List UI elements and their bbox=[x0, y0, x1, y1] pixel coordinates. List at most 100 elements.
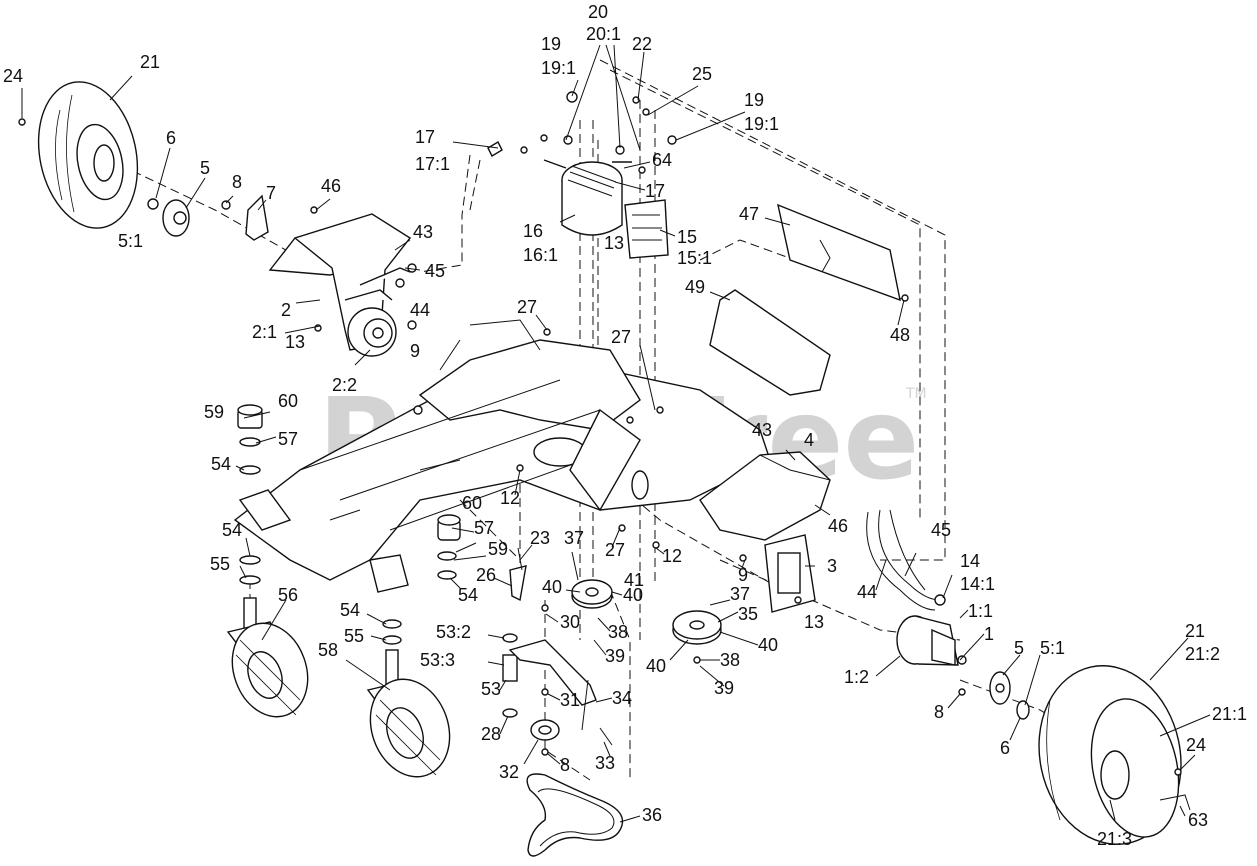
label-22: 22 bbox=[632, 34, 652, 54]
plate-47 bbox=[777, 203, 901, 302]
label-31: 31 bbox=[560, 690, 580, 710]
label-14: 14 bbox=[960, 551, 980, 571]
label-9-b: 9 bbox=[738, 565, 748, 585]
tire-left-rear bbox=[18, 81, 190, 237]
label-34: 34 bbox=[612, 688, 632, 708]
label-56: 56 bbox=[278, 585, 298, 605]
label-41: 41 bbox=[624, 570, 644, 590]
label-27-b: 27 bbox=[611, 327, 631, 347]
part-labels: 24 21 6 5 5:1 8 7 46 4 3 45 2 2:1 13 44 9… bbox=[3, 2, 1247, 849]
watermark-trademark: TM bbox=[905, 386, 927, 402]
label-4: 4 bbox=[804, 430, 814, 450]
drive-belt bbox=[526, 773, 624, 857]
label-46: 46 bbox=[321, 176, 341, 196]
label-59-b: 59 bbox=[488, 539, 508, 559]
label-25: 25 bbox=[692, 64, 712, 84]
label-39-b: 39 bbox=[714, 678, 734, 698]
label-1: 1 bbox=[984, 624, 994, 644]
label-19-1-b: 19:1 bbox=[744, 114, 779, 134]
label-24: 24 bbox=[3, 66, 23, 86]
label-44-b: 44 bbox=[857, 582, 877, 602]
pulley-left bbox=[571, 579, 613, 609]
label-60: 60 bbox=[278, 391, 298, 411]
pulley-right bbox=[672, 610, 722, 664]
label-40-b: 40 bbox=[623, 585, 643, 605]
label-1-2: 1:2 bbox=[844, 667, 869, 687]
label-5: 5 bbox=[200, 158, 210, 178]
label-45: 45 bbox=[425, 261, 445, 281]
label-23: 23 bbox=[530, 528, 550, 548]
label-54-b: 54 bbox=[222, 520, 242, 540]
label-8-c: 8 bbox=[934, 702, 944, 722]
label-1-1: 1:1 bbox=[968, 601, 993, 621]
label-9: 9 bbox=[410, 341, 420, 361]
label-13-b: 13 bbox=[604, 233, 624, 253]
label-59: 59 bbox=[204, 402, 224, 422]
label-44: 44 bbox=[410, 300, 430, 320]
leader-lines bbox=[21, 44, 1211, 823]
right-cover bbox=[699, 451, 831, 541]
label-38-b: 38 bbox=[720, 650, 740, 670]
tire-right-rear bbox=[1038, 665, 1191, 845]
label-6-b: 6 bbox=[1000, 738, 1010, 758]
label-26: 26 bbox=[476, 565, 496, 585]
label-37: 37 bbox=[564, 528, 584, 548]
label-19-1: 19:1 bbox=[541, 58, 576, 78]
label-21-2: 21:2 bbox=[1185, 644, 1220, 664]
label-16: 16 bbox=[523, 221, 543, 241]
wheel-motor bbox=[896, 615, 967, 696]
label-21-b: 21 bbox=[1185, 621, 1205, 641]
misc-hardware bbox=[310, 96, 664, 549]
label-46-b: 46 bbox=[828, 516, 848, 536]
label-12-b: 12 bbox=[662, 546, 682, 566]
label-45-b: 45 bbox=[931, 520, 951, 540]
label-64: 64 bbox=[652, 150, 672, 170]
label-5-1-b: 5:1 bbox=[1040, 638, 1065, 658]
label-24-b: 24 bbox=[1186, 735, 1206, 755]
label-7: 7 bbox=[266, 183, 276, 203]
label-2-1: 2:1 bbox=[252, 322, 277, 342]
label-12: 12 bbox=[500, 488, 520, 508]
label-2: 2 bbox=[281, 300, 291, 320]
plate-49 bbox=[709, 289, 831, 396]
label-15-1: 15:1 bbox=[677, 248, 712, 268]
hub-right bbox=[989, 671, 1030, 720]
label-3: 3 bbox=[827, 556, 837, 576]
label-54-c: 54 bbox=[458, 585, 478, 605]
label-21-3: 21:3 bbox=[1097, 829, 1132, 849]
label-27-c: 27 bbox=[605, 540, 625, 560]
label-57-b: 57 bbox=[474, 518, 494, 538]
label-16-1: 16:1 bbox=[523, 245, 558, 265]
hydro-pumps bbox=[487, 91, 677, 259]
label-47: 47 bbox=[739, 204, 759, 224]
label-13: 13 bbox=[285, 332, 305, 352]
label-36: 36 bbox=[642, 805, 662, 825]
label-8-b: 8 bbox=[560, 755, 570, 775]
label-32: 32 bbox=[499, 762, 519, 782]
label-15: 15 bbox=[677, 227, 697, 247]
idler-assembly bbox=[502, 547, 613, 756]
label-19-b: 19 bbox=[744, 90, 764, 110]
caster-assembly-right bbox=[366, 514, 461, 778]
label-58: 58 bbox=[318, 640, 338, 660]
label-60-b: 60 bbox=[462, 493, 482, 513]
label-53-2: 53:2 bbox=[436, 622, 471, 642]
main-frame bbox=[233, 319, 771, 593]
label-55: 55 bbox=[210, 554, 230, 574]
label-21: 21 bbox=[140, 52, 160, 72]
label-17-1: 17:1 bbox=[415, 154, 450, 174]
left-cover bbox=[268, 213, 417, 357]
label-6: 6 bbox=[166, 128, 176, 148]
bolt-48 bbox=[901, 294, 909, 302]
bracket-7 bbox=[221, 194, 269, 241]
label-40-c: 40 bbox=[758, 635, 778, 655]
label-40: 40 bbox=[542, 577, 562, 597]
hydraulic-hoses bbox=[866, 509, 946, 611]
label-35: 35 bbox=[738, 604, 758, 624]
label-21-1: 21:1 bbox=[1212, 704, 1247, 724]
label-57: 57 bbox=[278, 429, 298, 449]
label-49: 49 bbox=[685, 277, 705, 297]
label-55-b: 55 bbox=[344, 626, 364, 646]
label-63: 63 bbox=[1188, 810, 1208, 830]
label-28: 28 bbox=[481, 724, 501, 744]
